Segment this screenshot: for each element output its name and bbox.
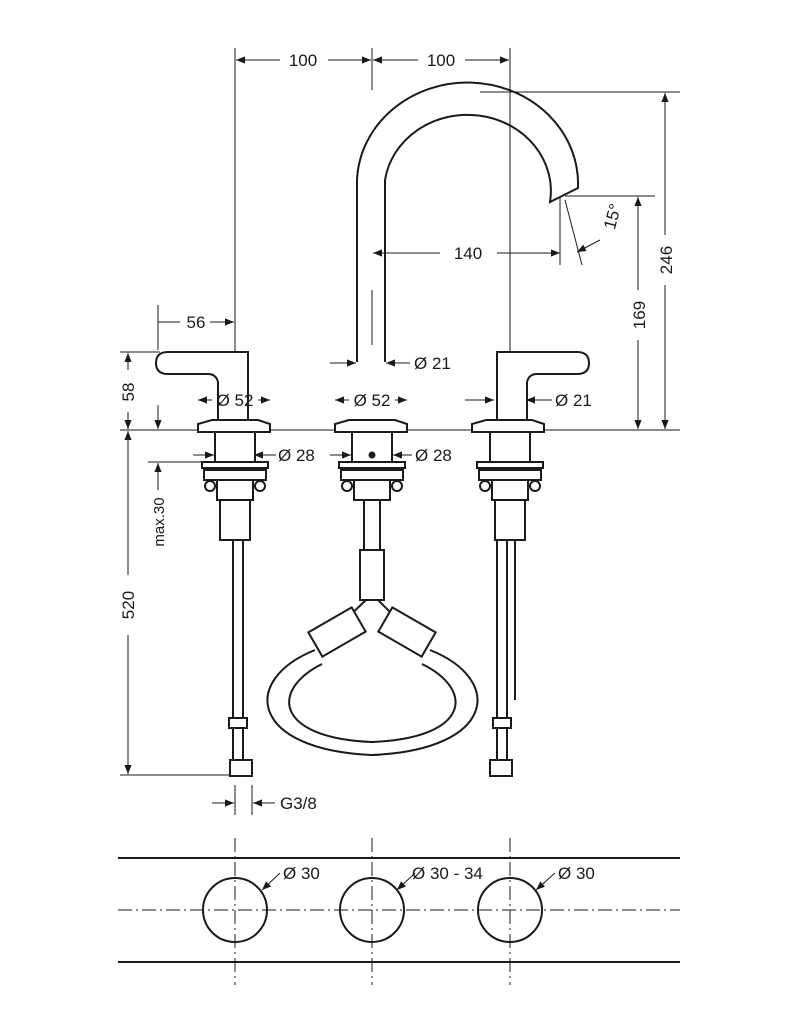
spout-body: [306, 419, 438, 658]
dim-hose-length: 520: [119, 591, 138, 619]
deck-cutout-plan: [118, 838, 680, 985]
dim-spacing-right: 100: [427, 51, 455, 70]
dim-center-shank-diameter: Ø 28: [415, 446, 452, 465]
dim-spout-angle: 15°: [600, 202, 625, 232]
dim-handle-height: 58: [119, 383, 138, 402]
dim-outlet-height: 169: [630, 301, 649, 329]
dimension-lines: [124, 56, 669, 891]
spout: [356, 81, 580, 362]
dim-spout-reach: 140: [454, 244, 482, 263]
dim-left-shank-diameter: Ø 28: [278, 446, 315, 465]
dim-connection-thread: G3/8: [280, 794, 317, 813]
dim-spacing-left: 100: [289, 51, 317, 70]
dim-spout-diameter: Ø 21: [414, 354, 451, 373]
hose-loop: [266, 649, 479, 757]
dim-handle-length: 56: [187, 313, 206, 332]
dim-total-height: 246: [657, 246, 676, 274]
left-hole: [202, 877, 268, 943]
cutout-left-label: Ø 30: [283, 864, 320, 883]
right-hole: [477, 877, 543, 943]
dim-center-base-diameter: Ø 52: [354, 391, 391, 410]
dim-left-base-diameter: Ø 52: [217, 391, 254, 410]
left-valve: [154, 351, 271, 777]
dim-right-handle-diameter: Ø 21: [555, 391, 592, 410]
dim-max-deck: max.30: [151, 497, 168, 546]
cutout-center-label: Ø 30 - 34: [412, 864, 483, 883]
cutout-right-label: Ø 30: [558, 864, 595, 883]
center-hole: [339, 877, 405, 943]
right-valve: [471, 351, 591, 777]
